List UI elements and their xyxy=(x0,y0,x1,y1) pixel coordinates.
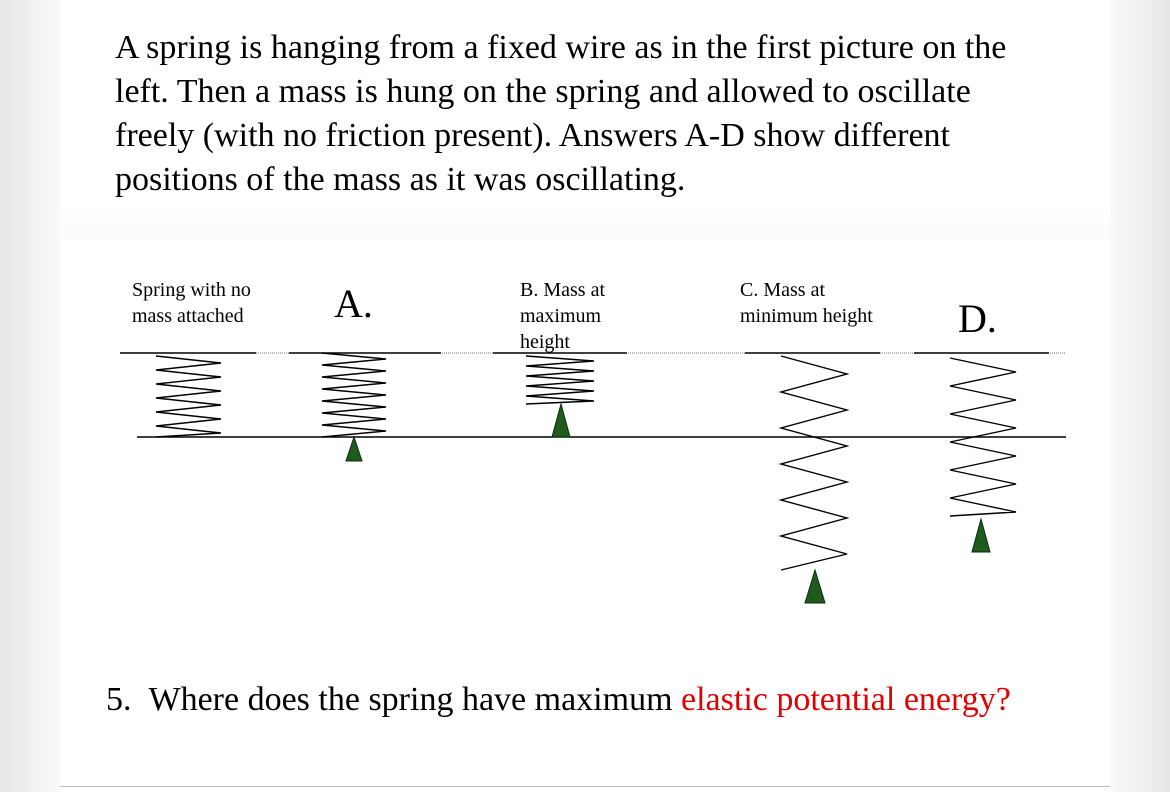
label-no-mass: Spring with no mass attached xyxy=(132,277,251,329)
spring-no-mass xyxy=(155,355,222,438)
label-no-mass-line2: mass attached xyxy=(132,305,244,327)
label-b-line2: maximum xyxy=(520,305,602,327)
label-no-mass-line1: Spring with no xyxy=(132,279,251,301)
question-5: 5. Where does the spring have maximum el… xyxy=(106,678,1011,722)
slide-top-shade xyxy=(60,0,1110,240)
bottom-divider xyxy=(60,786,1110,787)
label-c-line1: C. Mass at xyxy=(740,279,825,301)
label-c-line2: minimum height xyxy=(740,305,873,327)
label-b: B. Mass at maximum height xyxy=(520,277,605,355)
spring-d xyxy=(949,357,1017,517)
question-highlight: elastic potential energy? xyxy=(681,681,1011,718)
mass-d xyxy=(971,517,991,553)
label-a: A. xyxy=(334,281,373,326)
intro-paragraph: A spring is hanging from a fixed wire as… xyxy=(115,29,1007,198)
spring-c xyxy=(778,355,850,571)
label-b-line3: height xyxy=(520,331,570,353)
label-c: C. Mass at minimum height xyxy=(740,277,873,329)
label-d: D. xyxy=(958,296,997,341)
question-number: 5. xyxy=(106,681,132,718)
mass-c xyxy=(804,568,826,604)
mass-a xyxy=(345,435,363,462)
question-text: Where does the spring have maximum xyxy=(148,681,673,718)
label-b-line1: B. Mass at xyxy=(520,279,605,301)
spring-a xyxy=(321,352,387,438)
mass-b xyxy=(551,402,571,438)
spring-b xyxy=(525,355,595,405)
